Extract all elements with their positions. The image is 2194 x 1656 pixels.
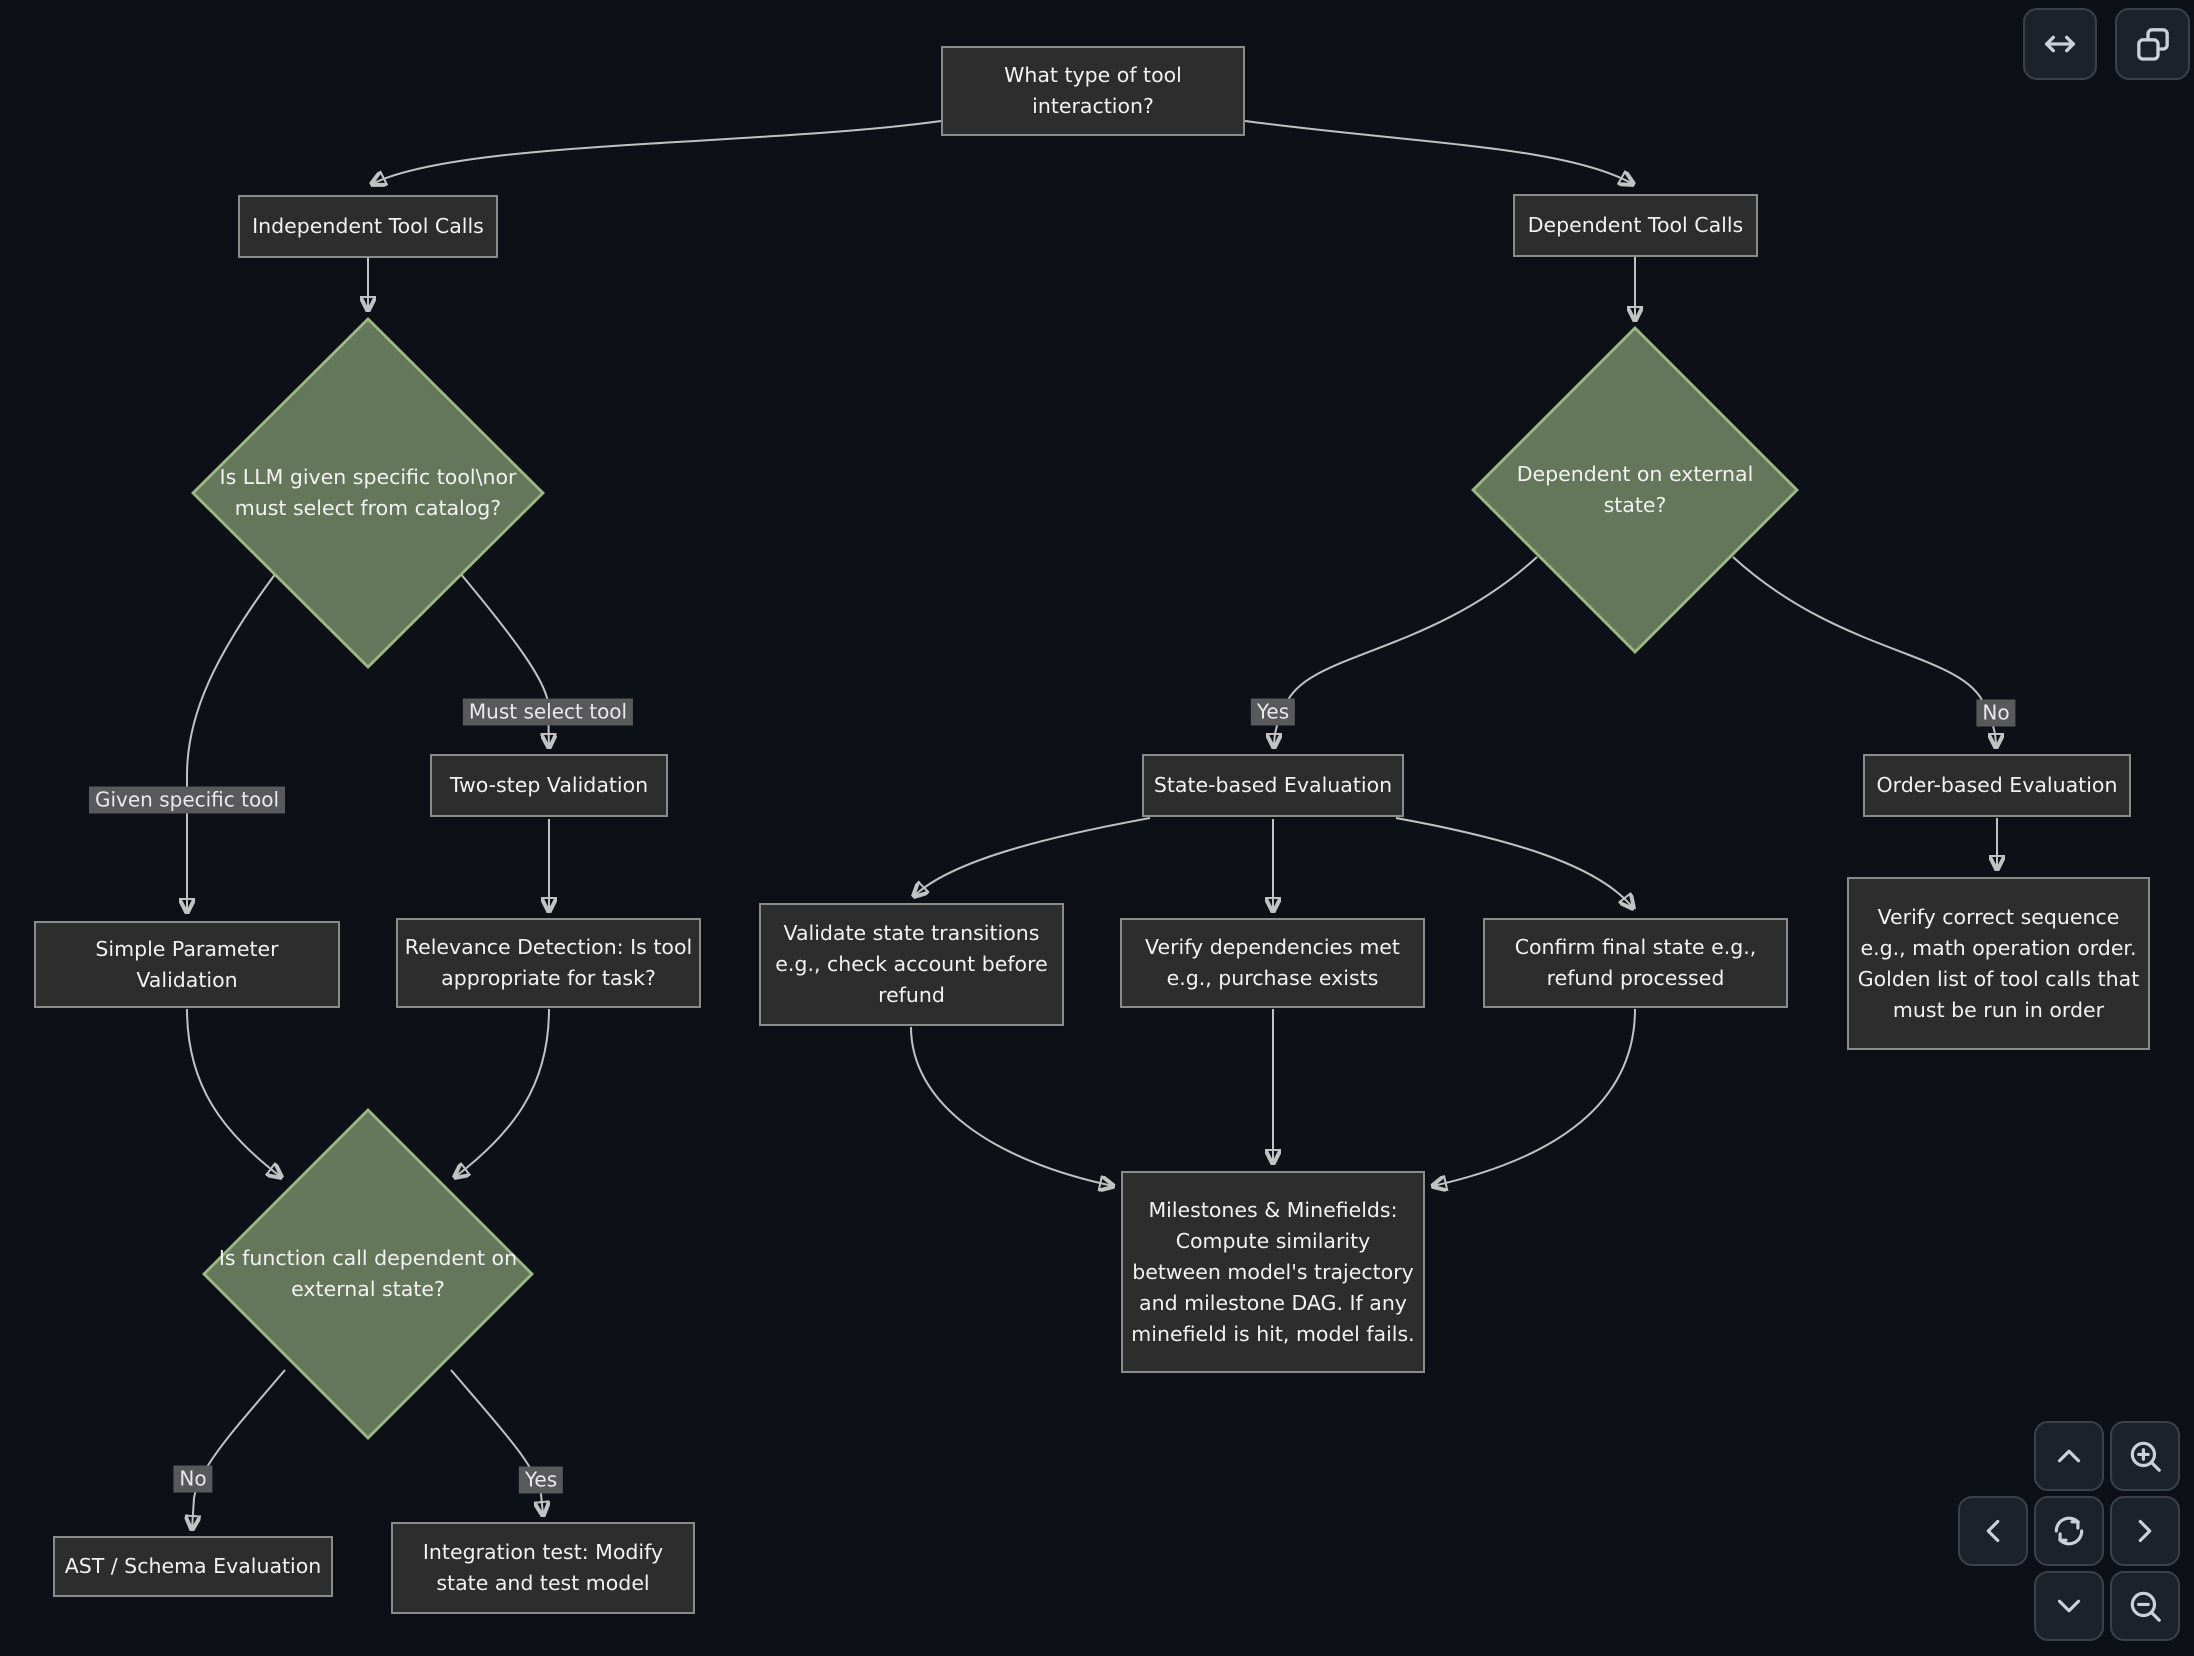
edge-statebased-validate	[914, 817, 1151, 896]
magnifier-plus-icon	[2126, 1437, 2164, 1475]
chevron-right-icon	[2126, 1512, 2164, 1550]
edge-label-no-order: No	[1976, 699, 2016, 727]
flowchart-node-confirm-final-state: Confirm final state e.g., refund process…	[1483, 918, 1788, 1008]
flowchart-node-milestones-minefields: Milestones & Minefields: Compute similar…	[1121, 1171, 1425, 1373]
magnifier-minus-icon	[2126, 1587, 2164, 1625]
decision-label: Is LLM given specific tool\nor must sele…	[219, 465, 517, 520]
flowchart-node-verify-dependencies: Verify dependencies met e.g., purchase e…	[1120, 918, 1425, 1008]
chevron-up-icon	[2050, 1437, 2088, 1475]
decision-given-tool-or-catalog: Is LLM given specific tool\nor must sele…	[191, 317, 545, 669]
edge-label-given-specific-tool: Given specific tool	[88, 786, 286, 814]
flowchart-node-independent-tool-calls: Independent Tool Calls	[238, 195, 498, 258]
chevron-left-icon	[1974, 1512, 2012, 1550]
copy-diagram-button[interactable]	[2115, 8, 2190, 80]
copy-icon	[2133, 24, 2173, 64]
edge-label-must-select-tool: Must select tool	[462, 698, 634, 726]
edge-title-independent	[372, 120, 942, 184]
flowchart-node-title: What type of tool interaction?	[941, 46, 1245, 136]
edge-label-yes-state: Yes	[1250, 698, 1296, 726]
decision-label: Is function call dependent on external s…	[218, 1246, 518, 1301]
flowchart-node-state-based-evaluation: State-based Evaluation	[1142, 754, 1404, 817]
edge-label-no-ast: No	[173, 1465, 213, 1493]
pan-left-button[interactable]	[1958, 1496, 2028, 1566]
flowchart-node-validate-state-transitions: Validate state transitions e.g., check a…	[759, 903, 1064, 1026]
edge-confirmfinal-milestones	[1433, 1008, 1636, 1186]
flowchart-node-simple-parameter-validation: Simple Parameter Validation	[34, 921, 340, 1008]
refresh-icon	[2050, 1512, 2088, 1550]
flowchart-node-dependent-tool-calls: Dependent Tool Calls	[1513, 194, 1758, 257]
zoom-out-button[interactable]	[2110, 1571, 2180, 1641]
pan-down-button[interactable]	[2034, 1571, 2104, 1641]
decision-dependent-external-state: Dependent on external state?	[1471, 326, 1799, 654]
edge-title-dependent	[1244, 120, 1633, 184]
reset-view-button[interactable]	[2034, 1496, 2104, 1566]
decision-function-call-external-state: Is function call dependent on external s…	[202, 1108, 534, 1440]
decision-label: Dependent on external state?	[1516, 462, 1754, 517]
flowchart-node-order-based-evaluation: Order-based Evaluation	[1863, 754, 2131, 817]
edge-label-yes-integration: Yes	[518, 1466, 564, 1494]
chevron-down-icon	[2050, 1587, 2088, 1625]
zoom-in-button[interactable]	[2110, 1421, 2180, 1491]
flowchart-node-two-step-validation: Two-step Validation	[430, 754, 668, 817]
pan-right-button[interactable]	[2110, 1496, 2180, 1566]
flowchart-node-integration-test: Integration test: Modify state and test …	[391, 1522, 695, 1614]
expand-horizontal-button[interactable]	[2023, 8, 2097, 80]
flowchart-node-relevance-detection: Relevance Detection: Is tool appropriate…	[396, 918, 701, 1008]
flowchart-node-ast-schema-evaluation: AST / Schema Evaluation	[53, 1536, 333, 1597]
edge-validate-milestones	[910, 1026, 1113, 1186]
pan-up-button[interactable]	[2034, 1421, 2104, 1491]
flowchart-node-verify-correct-sequence: Verify correct sequence e.g., math opera…	[1847, 877, 2150, 1050]
edge-statebased-confirmfinal	[1395, 817, 1633, 908]
left-right-arrow-icon	[2040, 24, 2080, 64]
